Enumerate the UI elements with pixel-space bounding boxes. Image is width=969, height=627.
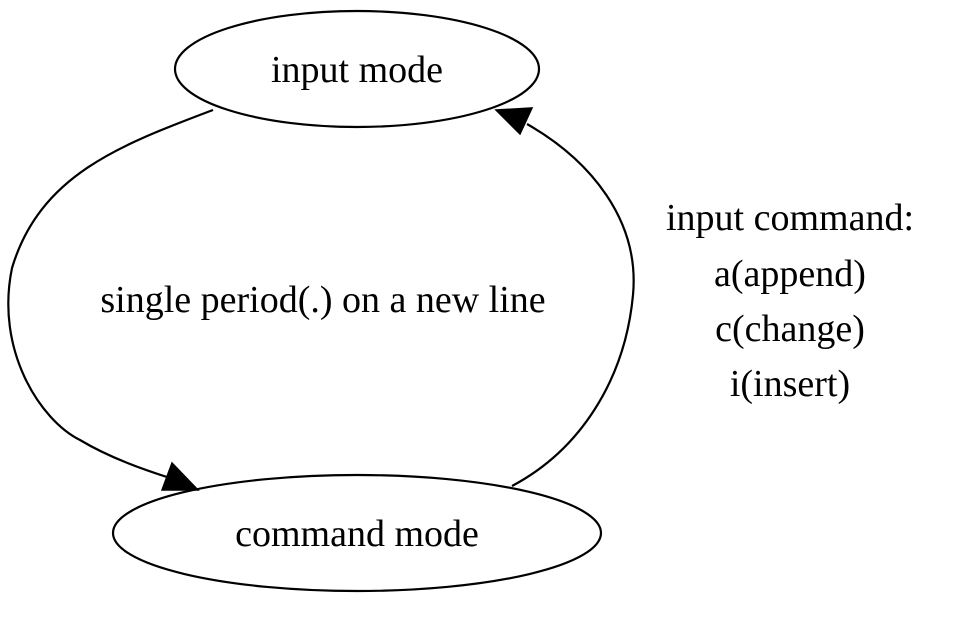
edge-input-to-command-arrowhead: [160, 461, 200, 491]
edge-command-to-input-label-line-1: input command:: [666, 197, 914, 239]
node-command-mode: command mode: [111, 473, 603, 593]
edge-command-to-input-label-line-4: i(insert): [730, 363, 850, 405]
edge-command-to-input-line: [511, 123, 635, 487]
edge-command-to-input: input command: a(append) c(change) i(ins…: [494, 107, 914, 487]
command-mode-ellipse: [111, 473, 603, 593]
edge-input-to-command-line: [7, 108, 214, 480]
node-input-mode: input mode: [173, 9, 541, 129]
edge-input-to-command: single period(.) on a new line: [7, 108, 546, 491]
edge-command-to-input-label-line-2: a(append): [714, 253, 866, 295]
input-mode-label: input mode: [271, 49, 443, 91]
input-mode-ellipse: [173, 9, 541, 129]
command-mode-label: command mode: [235, 513, 479, 555]
edge-command-to-input-label-line-3: c(change): [715, 308, 865, 350]
edge-command-to-input-arrowhead: [494, 107, 534, 136]
edge-input-to-command-label: single period(.) on a new line: [100, 279, 545, 321]
